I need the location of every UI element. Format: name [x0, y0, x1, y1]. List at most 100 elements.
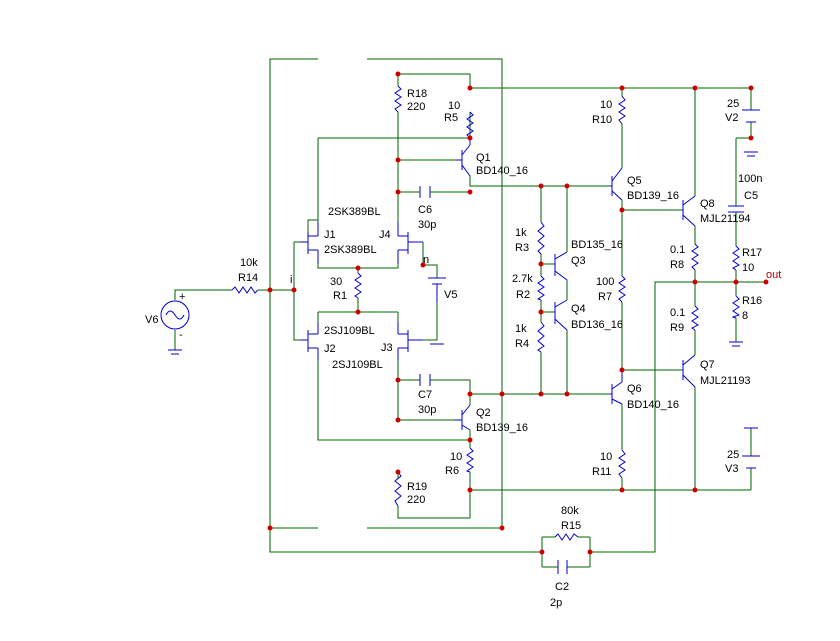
r1-value: 30	[330, 276, 342, 288]
q8-name: Q8	[700, 198, 715, 210]
resistor-r6	[465, 447, 474, 473]
j2-name: J2	[324, 343, 336, 355]
resistor-r15	[554, 533, 579, 541]
j3-name: J3	[381, 342, 393, 354]
r14-name: R14	[238, 272, 258, 284]
q6-part: BD140_16	[627, 399, 679, 411]
capacitor-c2	[557, 560, 568, 574]
q2-part: BD139_16	[476, 422, 528, 434]
resistor-r17	[732, 245, 740, 271]
r10-name: R10	[592, 114, 612, 126]
r10-value: 10	[600, 99, 612, 111]
resistor-r2	[536, 275, 545, 301]
transistor-q7	[682, 354, 696, 388]
net-i: i	[290, 274, 292, 286]
capacitor-c7	[419, 374, 431, 386]
r15-name: R15	[561, 520, 581, 532]
r6-name: R6	[445, 465, 459, 477]
transistor-q4	[554, 299, 568, 331]
resistor-r1	[354, 272, 362, 299]
r3-name: R3	[515, 242, 529, 254]
resistor-r16	[731, 295, 741, 319]
transistor-q6	[610, 370, 623, 405]
resistor-r10	[618, 95, 626, 125]
r1-name: R1	[333, 290, 347, 302]
c5-name: C5	[744, 190, 758, 202]
resistor-r3	[537, 221, 545, 255]
r11-name: R11	[592, 466, 611, 478]
r6-value: 10	[450, 451, 462, 463]
q3-name: Q3	[571, 255, 586, 267]
r4-name: R4	[515, 338, 529, 350]
v2-name: V2	[725, 112, 738, 124]
r17-value: 10	[742, 262, 754, 274]
r7-value: 100	[596, 276, 614, 288]
v2-value: 25	[727, 98, 739, 110]
v3-value: 25	[727, 449, 739, 461]
resistor-r4	[537, 321, 545, 353]
resistor-r18	[394, 85, 402, 113]
r17-name: R17	[742, 247, 762, 259]
c7-value: 30p	[418, 404, 436, 416]
resistor-r7	[618, 275, 626, 303]
r9-value: 0.1	[670, 307, 685, 319]
q4-name: Q4	[571, 303, 586, 315]
junctions	[267, 71, 769, 555]
c5-value: 100n	[738, 173, 762, 185]
r9-name: R9	[670, 322, 684, 334]
transistor-q5	[610, 167, 623, 201]
c6-value: 30p	[418, 219, 436, 231]
j3-part: 2SJ109BL	[332, 359, 383, 371]
v6-minus: -	[179, 329, 183, 341]
r4-value: 1k	[515, 323, 527, 335]
labels: R18 220 10 R5 Q1 BD140_16 C6 30p 2SK389B…	[145, 88, 781, 609]
resistor-r5	[466, 111, 474, 139]
battery-v5	[428, 277, 446, 345]
capacitor-c5	[728, 205, 744, 213]
jfet-j2	[300, 322, 319, 360]
jfet-j3	[397, 322, 423, 360]
q7-part: MJL21193	[700, 375, 751, 387]
r5-name: R5	[444, 112, 458, 124]
jfet-j4	[397, 222, 423, 264]
j4-name: J4	[379, 229, 391, 241]
resistor-r9	[691, 305, 699, 331]
battery-v3	[742, 427, 760, 469]
r2-name: R2	[516, 289, 530, 301]
resistor-r14	[231, 286, 259, 294]
battery-v2	[742, 109, 760, 157]
r7-name: R7	[598, 291, 612, 303]
transistor-q3	[554, 251, 568, 281]
r19-value: 220	[407, 494, 425, 506]
net-n: n	[423, 254, 429, 266]
r8-value: 0.1	[670, 244, 685, 256]
source-v6	[160, 300, 190, 355]
q8-part: MJL21194	[700, 213, 751, 225]
r8-name: R8	[670, 259, 684, 271]
q4-part: BD136_16	[571, 319, 623, 331]
components	[160, 85, 760, 574]
r5-value: 10	[448, 100, 460, 112]
v6-name: V6	[145, 314, 158, 326]
jfet-j1	[300, 222, 319, 264]
c6-name: C6	[418, 204, 432, 216]
j1-name: J1	[324, 229, 336, 241]
q1-name: Q1	[476, 152, 491, 164]
j1-part-top: 2SK389BL	[328, 206, 381, 218]
j4-part: 2SK389BL	[324, 244, 377, 256]
ground-r16	[729, 341, 743, 347]
r19-name: R19	[407, 481, 427, 493]
resistor-r11	[618, 449, 626, 479]
j2-part: 2SJ109BL	[324, 325, 375, 337]
r14-value: 10k	[240, 257, 258, 269]
q3-part: BD135_16	[571, 239, 623, 251]
capacitor-c6	[419, 186, 431, 198]
transistor-q2	[455, 404, 471, 431]
transistor-q8	[682, 195, 696, 227]
q5-part: BD139_16	[627, 190, 679, 202]
resistor-r8	[691, 243, 699, 271]
v5-name: V5	[444, 289, 457, 301]
q6-name: Q6	[627, 383, 642, 395]
r18-name: R18	[407, 88, 427, 100]
